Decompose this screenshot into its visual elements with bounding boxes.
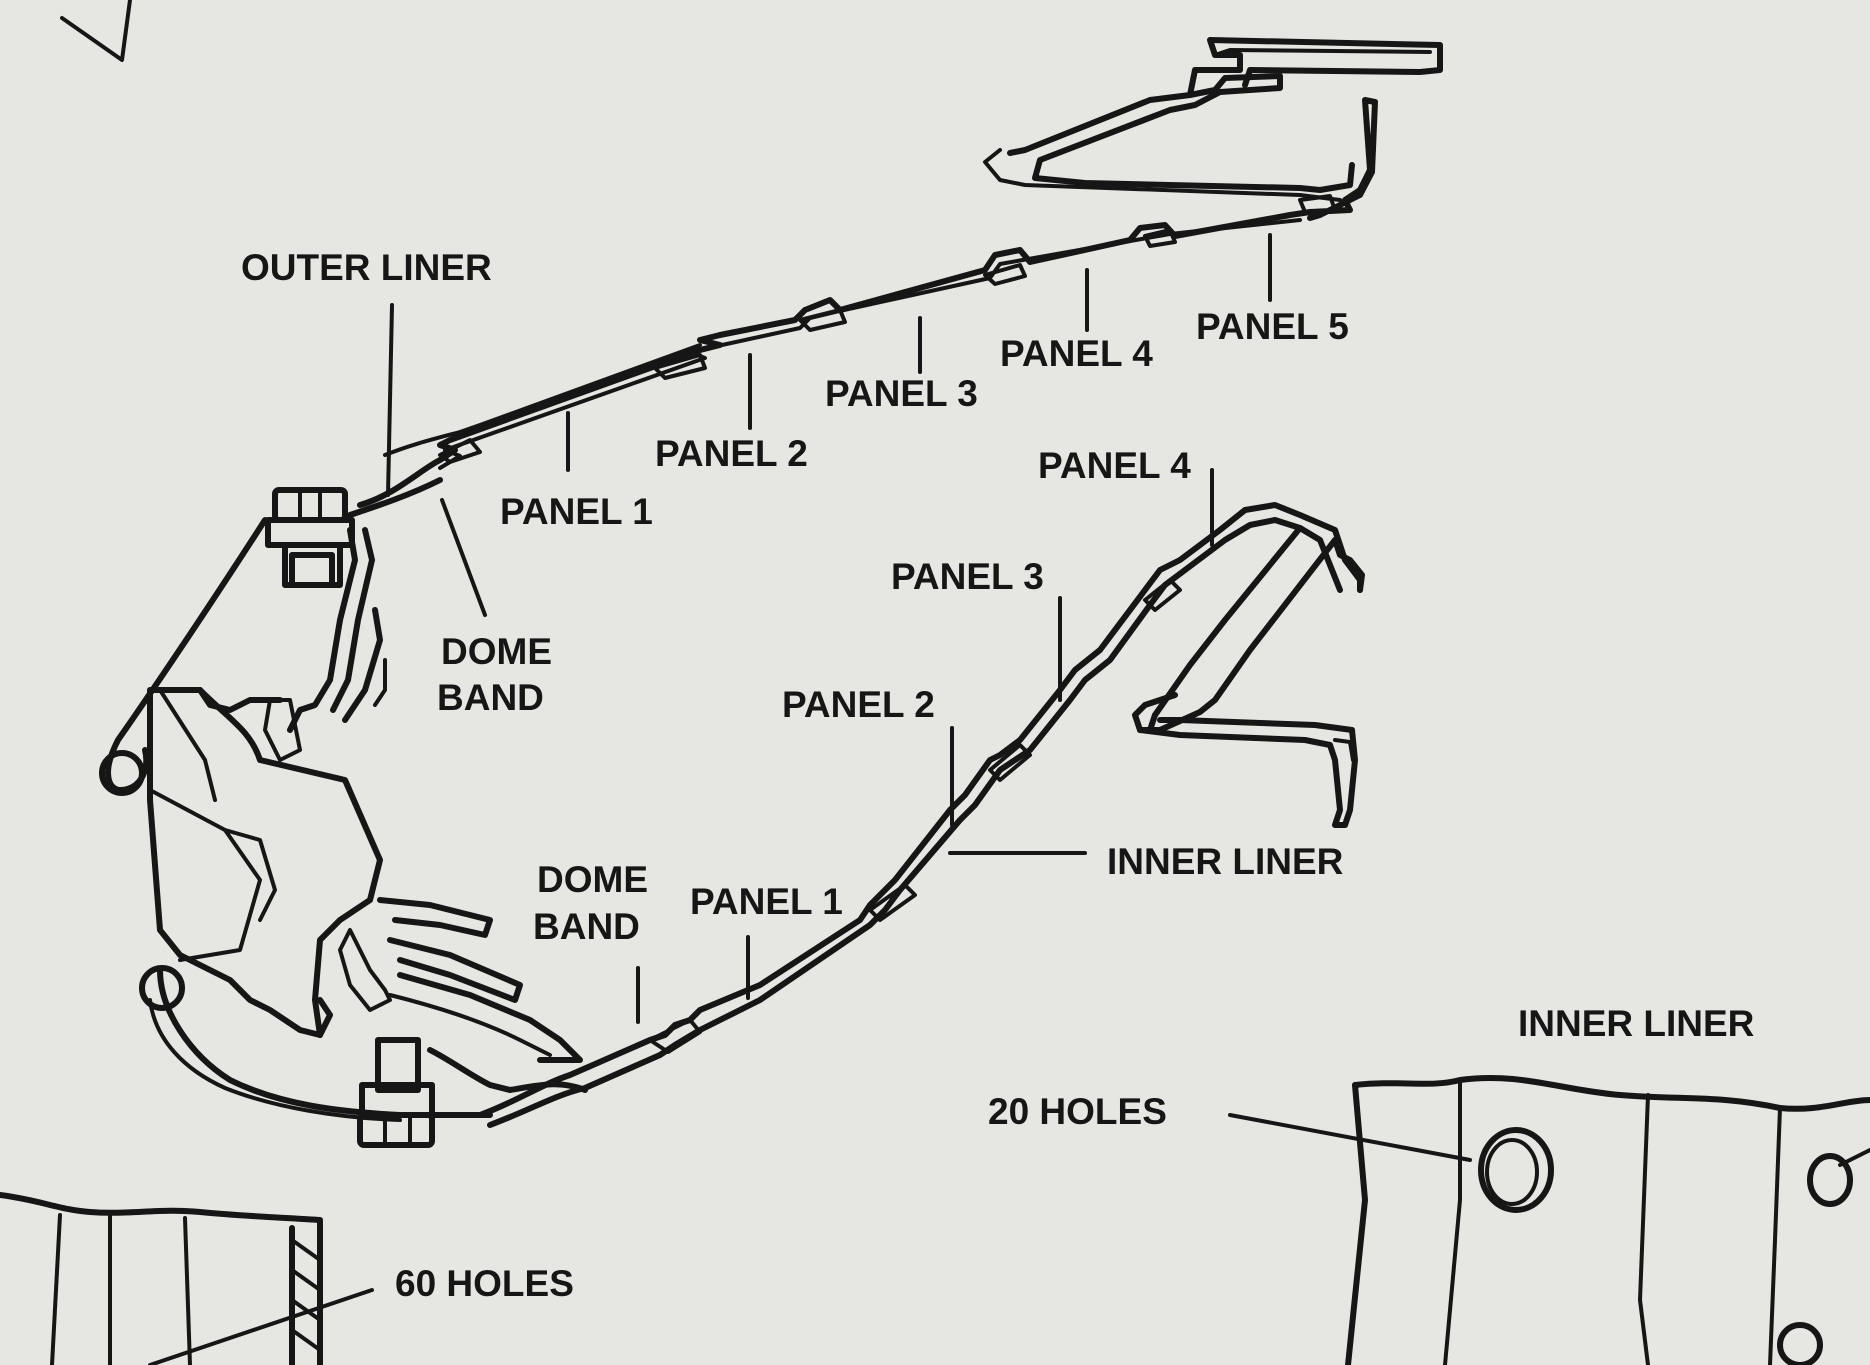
label-inner-liner: INNER LINER bbox=[1107, 841, 1344, 882]
inner-liner-shape bbox=[477, 502, 1365, 1128]
label-inner-panel-4: PANEL 4 bbox=[1038, 445, 1191, 486]
outer-bolt bbox=[265, 487, 355, 588]
label-outer-panel-3: PANEL 3 bbox=[825, 373, 978, 414]
leader-lines bbox=[386, 233, 1272, 1024]
outer-liner-shape bbox=[357, 37, 1443, 508]
label-60-holes: 60 HOLES bbox=[395, 1263, 574, 1304]
detail-20-holes bbox=[1228, 1075, 1870, 1365]
hole-partial bbox=[1777, 1322, 1823, 1365]
label-inner-dome-band-line2: BAND bbox=[533, 906, 640, 947]
label-outer-panel-5: PANEL 5 bbox=[1196, 306, 1349, 347]
corner-mark bbox=[60, 0, 132, 62]
label-detail-inner-liner: INNER LINER bbox=[1518, 1003, 1755, 1044]
hole-large bbox=[1478, 1127, 1554, 1213]
label-inner-dome-band-line1: DOME bbox=[537, 859, 648, 900]
label-outer-dome-band-line2: BAND bbox=[437, 677, 544, 718]
label-inner-panel-1: PANEL 1 bbox=[690, 881, 843, 922]
label-inner-panel-2: PANEL 2 bbox=[782, 684, 935, 725]
label-outer-panel-4: PANEL 4 bbox=[1000, 333, 1153, 374]
label-outer-panel-1: PANEL 1 bbox=[500, 491, 653, 532]
label-outer-panel-2: PANEL 2 bbox=[655, 433, 808, 474]
label-outer-liner: OUTER LINER bbox=[241, 247, 492, 288]
label-20-holes: 20 HOLES bbox=[988, 1091, 1167, 1132]
detail-60-holes bbox=[0, 1192, 374, 1365]
dome-assembly bbox=[99, 477, 588, 1148]
label-outer-dome-band-line1: DOME bbox=[441, 631, 552, 672]
hole-small bbox=[1807, 1148, 1870, 1207]
inner-bolt bbox=[357, 1037, 435, 1148]
label-inner-panel-3: PANEL 3 bbox=[891, 556, 1044, 597]
